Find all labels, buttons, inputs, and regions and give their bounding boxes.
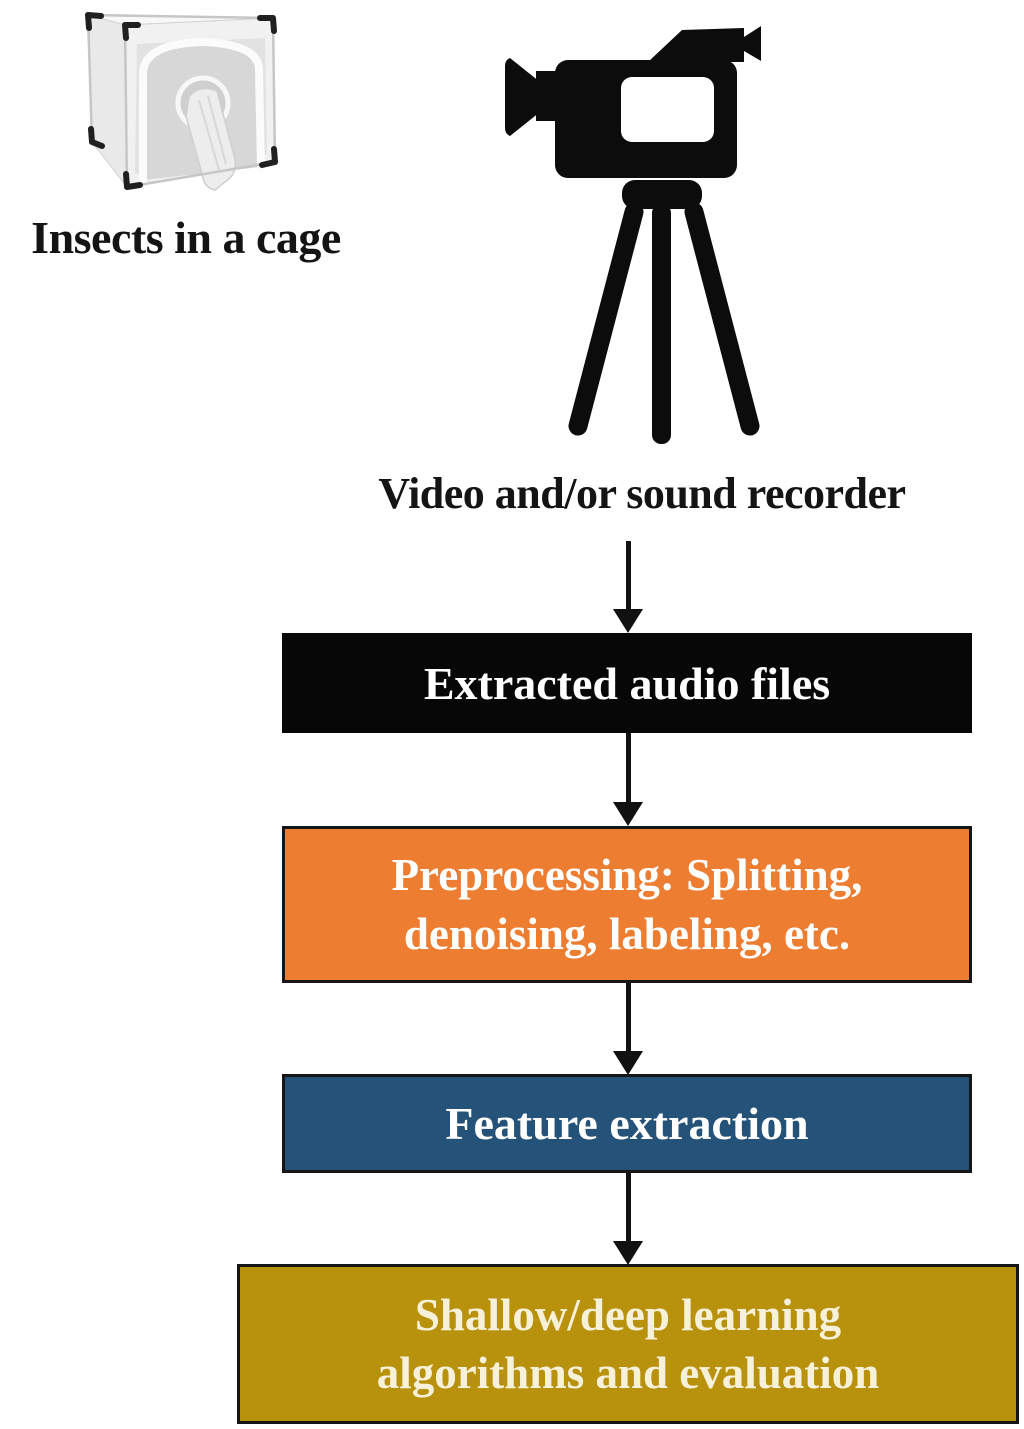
recorder-caption: Video and/or sound recorder [378,469,906,518]
arrow-shaft [625,733,631,803]
arrow-shaft [625,541,631,610]
box-label: Extracted audio files [423,657,831,709]
flow-arrow-1 [608,541,648,633]
box-label: Feature extraction [445,1098,809,1149]
cage-caption: Insects in a cage [31,212,341,263]
box-label: Preprocessing: Splitting, denoising, lab… [391,850,863,959]
box-extracted-audio-files: Extracted audio files [282,633,972,733]
arrow-head-icon [613,802,643,826]
arrow-head-icon [613,609,643,633]
flow-arrow-3 [608,983,648,1075]
arrow-head-icon [613,1241,643,1265]
flow-arrow-2 [608,733,648,826]
box-label: Shallow/deep learning algorithms and eva… [376,1289,880,1399]
arrow-shaft [625,983,631,1052]
box-feature-extraction: Feature extraction [282,1074,972,1173]
box-learning-evaluation: Shallow/deep learning algorithms and eva… [237,1264,1019,1424]
flow-arrow-4 [608,1173,648,1265]
arrow-shaft [625,1173,631,1242]
video-camera-tripod-icon [505,26,761,444]
arrow-head-icon [613,1051,643,1075]
box-preprocessing: Preprocessing: Splitting, denoising, lab… [282,826,972,983]
insect-cage-image [85,12,278,191]
